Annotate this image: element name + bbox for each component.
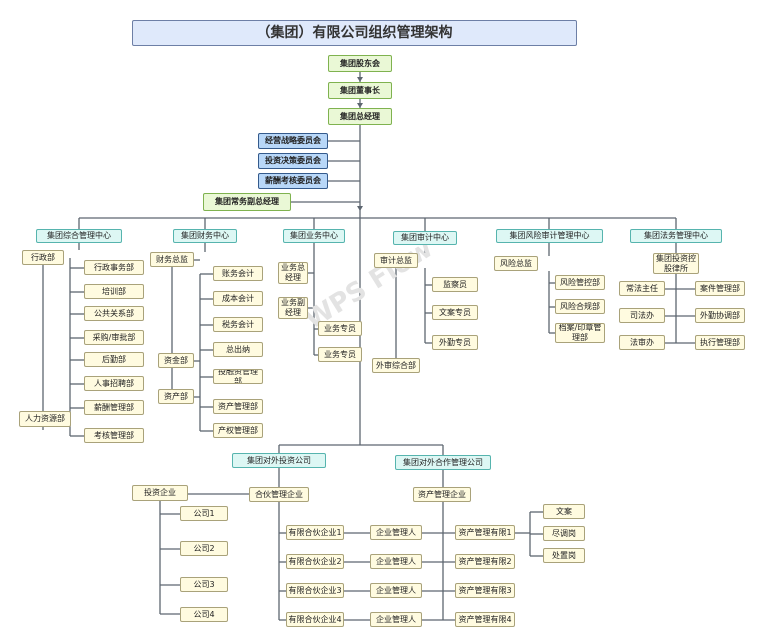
node-manager[interactable]: 企业管理人 xyxy=(370,554,422,569)
arrowhead xyxy=(357,206,363,211)
node-center-general[interactable]: 集团综合管理中心 xyxy=(36,229,122,243)
node-partnership[interactable]: 合伙管理企业 xyxy=(249,487,309,502)
node-admin-item[interactable]: 行政事务部 xyxy=(84,260,144,275)
node-exec-vp[interactable]: 集团常务副总经理 xyxy=(203,193,291,211)
node-committee-strategy[interactable]: 经营战略委员会 xyxy=(258,133,328,149)
node-admin[interactable]: 行政部 xyxy=(22,250,64,265)
node-legal-dept[interactable]: 执行管理部 xyxy=(695,335,745,350)
node-admin-item[interactable]: 培训部 xyxy=(84,284,144,299)
node-cfo-item[interactable]: 税务会计 xyxy=(213,317,263,332)
node-hr-item[interactable]: 考核管理部 xyxy=(84,428,144,443)
node-post[interactable]: 尽调岗 xyxy=(543,526,585,541)
node-cfo-item[interactable]: 账务会计 xyxy=(213,266,263,281)
node-risk-item[interactable]: 风险管控部 xyxy=(555,275,605,290)
node-company[interactable]: 公司1 xyxy=(180,506,228,521)
node-audit-director[interactable]: 审计总监 xyxy=(374,253,418,268)
node-business-staff[interactable]: 业务专员 xyxy=(318,347,362,362)
node-manager[interactable]: 企业管理人 xyxy=(370,525,422,540)
node-legal-role[interactable]: 司法办 xyxy=(619,308,665,323)
node-legal-role[interactable]: 法审办 xyxy=(619,335,665,350)
node-assets-item[interactable]: 资产管理部 xyxy=(213,399,263,414)
node-company[interactable]: 公司2 xyxy=(180,541,228,556)
node-lp[interactable]: 有限合伙企业3 xyxy=(286,583,344,598)
node-gm[interactable]: 集团总经理 xyxy=(328,108,392,125)
node-risk-item[interactable]: 档案/印章管理部 xyxy=(555,323,605,343)
node-legal-holding[interactable]: 集团投资控股律所 xyxy=(653,253,699,274)
node-company[interactable]: 公司3 xyxy=(180,577,228,592)
node-asset-mgmt[interactable]: 资产管理企业 xyxy=(413,487,471,502)
node-admin-item[interactable]: 公共关系部 xyxy=(84,306,144,321)
node-lp[interactable]: 有限合伙企业4 xyxy=(286,612,344,627)
node-center-finance[interactable]: 集团财务中心 xyxy=(173,229,237,243)
node-assets[interactable]: 资产部 xyxy=(158,389,194,404)
node-manager[interactable]: 企业管理人 xyxy=(370,612,422,627)
arrowhead xyxy=(357,103,363,108)
node-committee-investment[interactable]: 投资决策委员会 xyxy=(258,153,328,169)
node-asset-co[interactable]: 资产管理有限3 xyxy=(455,583,515,598)
node-funds[interactable]: 资金部 xyxy=(158,353,194,368)
node-legal-dept[interactable]: 案件管理部 xyxy=(695,281,745,296)
node-asset-co[interactable]: 资产管理有限1 xyxy=(455,525,515,540)
node-sub-investment[interactable]: 集团对外投资公司 xyxy=(232,453,326,468)
node-center-risk[interactable]: 集团风险审计管理中心 xyxy=(496,229,603,243)
node-cfo-item[interactable]: 成本会计 xyxy=(213,291,263,306)
node-audit-item[interactable]: 外勤专员 xyxy=(432,335,478,350)
node-company[interactable]: 公司4 xyxy=(180,607,228,622)
node-audit-item[interactable]: 文案专员 xyxy=(432,305,478,320)
node-center-legal[interactable]: 集团法务管理中心 xyxy=(630,229,722,243)
node-asset-co[interactable]: 资产管理有限2 xyxy=(455,554,515,569)
node-cfo-item[interactable]: 总出纳 xyxy=(213,342,263,357)
node-board[interactable]: 集团董事长 xyxy=(328,82,392,99)
node-legal-role[interactable]: 常法主任 xyxy=(619,281,665,296)
node-shareholders[interactable]: 集团股东会 xyxy=(328,55,392,72)
node-center-business[interactable]: 集团业务中心 xyxy=(283,229,345,243)
node-business-gm[interactable]: 业务总经理 xyxy=(278,262,308,284)
node-legal-dept[interactable]: 外勤协调部 xyxy=(695,308,745,323)
node-cfo[interactable]: 财务总监 xyxy=(150,252,194,267)
node-sub-cooperation[interactable]: 集团对外合作管理公司 xyxy=(395,455,491,470)
arrowhead xyxy=(357,77,363,82)
node-business-vgm[interactable]: 业务副经理 xyxy=(278,297,308,319)
node-hr-item[interactable]: 薪酬管理部 xyxy=(84,400,144,415)
node-center-audit[interactable]: 集团审计中心 xyxy=(393,231,457,245)
node-post[interactable]: 处置岗 xyxy=(543,548,585,563)
node-asset-co[interactable]: 资产管理有限4 xyxy=(455,612,515,627)
node-post[interactable]: 文案 xyxy=(543,504,585,519)
node-assets-item[interactable]: 产权管理部 xyxy=(213,423,263,438)
node-funds-item[interactable]: 投融资管理部 xyxy=(213,369,263,384)
node-business-staff[interactable]: 业务专员 xyxy=(318,321,362,336)
node-lp[interactable]: 有限合伙企业2 xyxy=(286,554,344,569)
node-hr-item[interactable]: 人事招聘部 xyxy=(84,376,144,391)
node-hr[interactable]: 人力资源部 xyxy=(19,411,71,427)
node-committee-compensation[interactable]: 薪酬考核委员会 xyxy=(258,173,328,189)
node-admin-item[interactable]: 后勤部 xyxy=(84,352,144,367)
node-audit-item[interactable]: 监察员 xyxy=(432,277,478,292)
chart-title: （集团）有限公司组织管理架构 xyxy=(132,20,577,46)
node-manager[interactable]: 企业管理人 xyxy=(370,583,422,598)
node-audit-external[interactable]: 外审综合部 xyxy=(372,358,420,373)
node-admin-item[interactable]: 采购/审批部 xyxy=(84,330,144,345)
node-lp[interactable]: 有限合伙企业1 xyxy=(286,525,344,540)
node-risk-director[interactable]: 风险总监 xyxy=(494,256,538,271)
node-risk-item[interactable]: 风险合规部 xyxy=(555,299,605,314)
node-invest[interactable]: 投资企业 xyxy=(132,485,188,501)
